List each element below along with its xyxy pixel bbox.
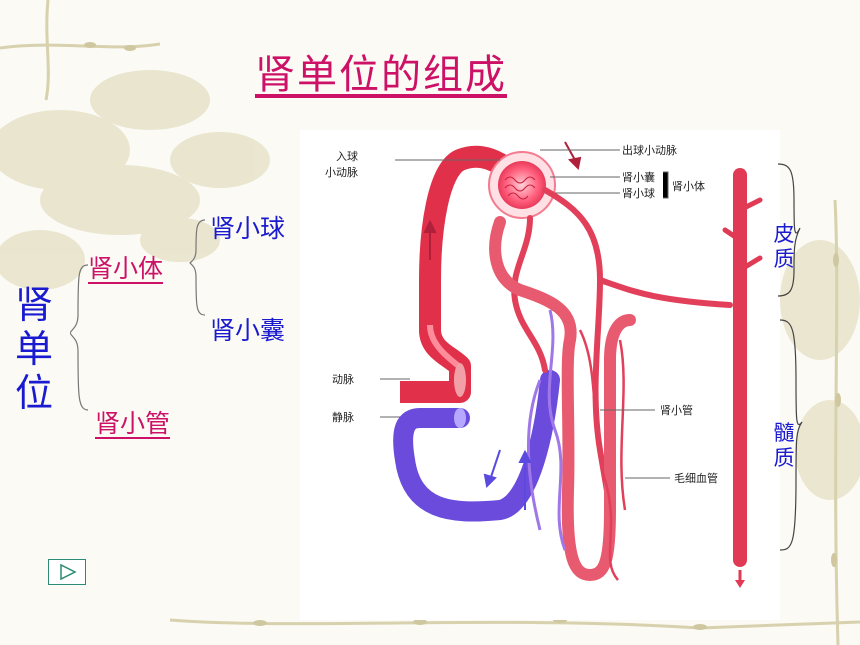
label-efferent: 出球小动脉 xyxy=(622,143,677,157)
label-vein: 静脉 xyxy=(332,410,354,424)
label-artery: 动脉 xyxy=(332,372,354,386)
label-capillary: 毛细血管 xyxy=(674,471,718,485)
label-renal-tubule: 肾小管 xyxy=(95,409,171,438)
label-glomerulus: 肾小球 xyxy=(210,214,286,243)
label-capsule: 肾小囊 xyxy=(622,170,655,184)
label-medulla: 髓质 xyxy=(773,421,795,470)
label-glomerulus-small: 肾小球 xyxy=(622,186,655,200)
label-renal-corpuscle: 肾小体 xyxy=(88,254,164,283)
vein-vessel xyxy=(393,370,560,522)
tree-braces xyxy=(70,219,206,411)
nephron-diagram: 入球 小动脉 出球小动脉 肾小囊 肾小球 肾小体 动脉 静脉 肾小管 毛细血管 xyxy=(300,130,780,620)
label-tubule-small: 肾小管 xyxy=(660,403,693,417)
label-afferent-1: 入球 xyxy=(336,149,358,163)
label-bowman-capsule: 肾小囊 xyxy=(210,316,286,345)
page-title: 肾单位的组成 xyxy=(255,52,507,98)
label-corpuscle-small: 肾小体 xyxy=(672,179,705,193)
region-brackets xyxy=(777,163,803,551)
root-label-nephron: 肾单位 xyxy=(14,283,53,415)
label-afferent-2: 小动脉 xyxy=(325,165,358,179)
play-button-icon xyxy=(60,563,77,581)
label-cortex: 皮质 xyxy=(773,222,795,271)
play-button[interactable] xyxy=(48,559,86,585)
